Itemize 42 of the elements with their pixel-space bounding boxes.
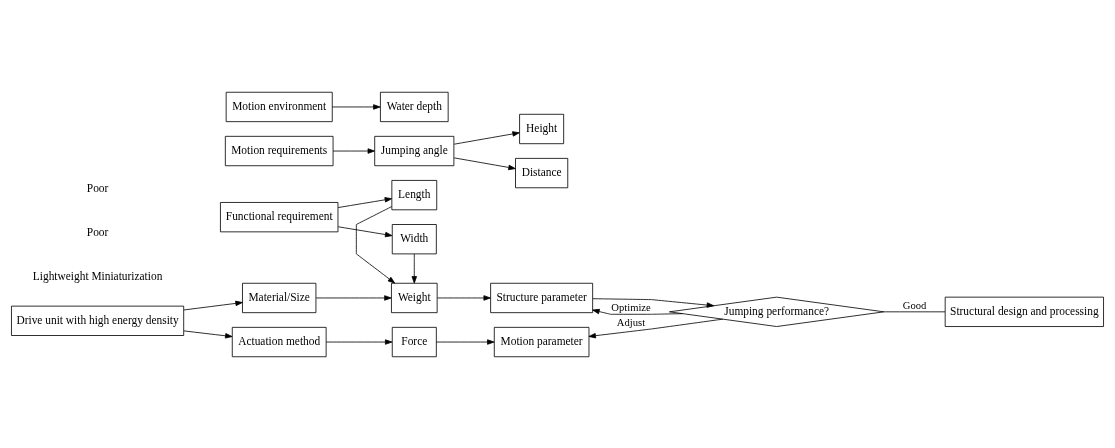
node-box: Structure parameter [490,282,594,313]
arrow [183,300,243,310]
node-box: Motion parameter [493,326,590,357]
label: Poor [86,225,109,238]
node-box: Motion requirements [224,135,334,166]
arrow [588,318,724,338]
node-box: Height [519,113,565,144]
arrow [183,330,233,338]
arrow [592,297,715,308]
node-box: Force [391,326,437,357]
arrow [315,294,392,301]
node-box: Distance [515,157,569,188]
node-diamond: Jumping performance? [669,296,885,327]
arrow [592,308,683,315]
node-box: Width [391,223,437,254]
arrow [332,147,375,154]
node-box: Length [391,179,438,210]
arrow [453,130,520,145]
arrow [453,156,516,170]
node-box: Weight [391,282,438,313]
arrow [337,225,393,237]
edge-label: Optimize [611,301,651,313]
node-box: Actuation method [231,326,327,357]
edge-label: Good [902,299,927,311]
arrow [436,294,491,301]
connector [883,310,946,312]
node-box: Functional requirement [220,201,339,232]
arrow [331,103,381,110]
edge-label: Adjust [616,316,646,328]
node-box: Water depth [380,91,449,122]
node-box: Material/Size [242,282,317,313]
arrow [355,205,396,283]
node-box: Structural design and processing [944,296,1104,327]
arrow [337,196,393,208]
node-box: Jumping angle [374,135,455,166]
arrow [411,253,417,284]
node-box: Drive unit with high energy density [11,305,185,336]
arrow [436,338,495,345]
label: Lightweight Miniaturization [32,269,163,282]
node-box: Motion environment [225,91,333,122]
label: Poor [86,181,109,194]
arrow [325,338,393,345]
